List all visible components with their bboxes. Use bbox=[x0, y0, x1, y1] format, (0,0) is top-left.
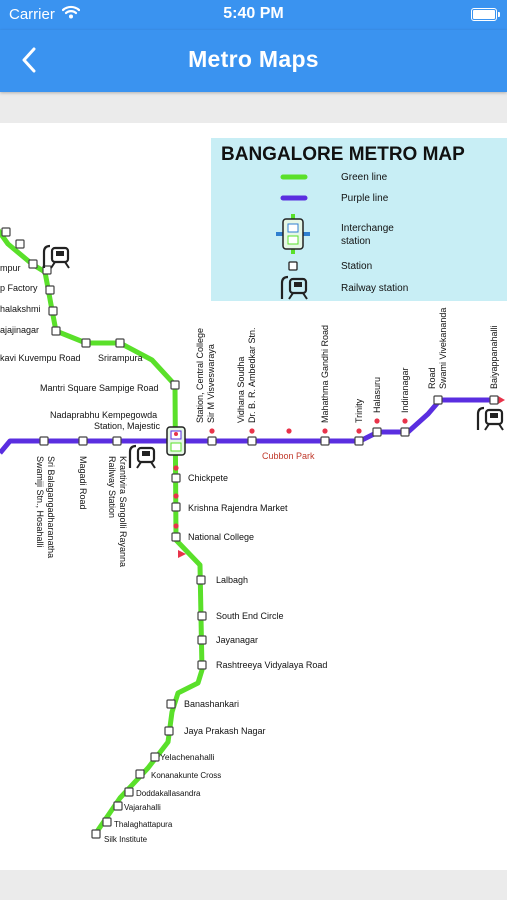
chevron-left-icon bbox=[22, 47, 36, 73]
battery-icon bbox=[471, 8, 500, 21]
station-label: Vajarahalli bbox=[124, 803, 161, 812]
station-legend-icon bbox=[288, 261, 298, 271]
clock-time: 5:40 PM bbox=[223, 5, 284, 22]
page-title: Metro Maps bbox=[188, 46, 319, 72]
station-label: Jayanagar bbox=[216, 635, 258, 645]
legend-interchange-2: station bbox=[341, 236, 370, 247]
station-label: Station, Majestic bbox=[94, 421, 161, 431]
station-label: National College bbox=[188, 532, 254, 542]
station-label: Srirampura bbox=[98, 353, 143, 363]
station-label: Lalbagh bbox=[216, 575, 248, 585]
metro-map-image[interactable]: BANGALORE METRO MAP Green line Purple li… bbox=[0, 123, 507, 870]
station-label: Silk Institute bbox=[104, 835, 148, 844]
station-label: Rashtreeya Vidyalaya Road bbox=[216, 660, 327, 670]
station-label: Swami Vivekananda bbox=[438, 308, 448, 389]
station-label: Krishna Rajendra Market bbox=[188, 503, 288, 513]
station-label: Chickpete bbox=[188, 473, 228, 483]
station-label: Nadaprabhu Kempegowda bbox=[50, 410, 157, 420]
interchange-legend-icon bbox=[276, 214, 310, 254]
station-label: Station, Central College bbox=[195, 328, 205, 423]
navigation-bar: Metro Maps bbox=[0, 30, 507, 92]
station-label: Jaya Prakash Nagar bbox=[184, 726, 266, 736]
legend-purple-line: Purple line bbox=[341, 193, 389, 204]
map-title: BANGALORE METRO MAP bbox=[221, 144, 465, 165]
legend-station: Station bbox=[341, 261, 372, 272]
station-label: Sri Balagangadharanatha bbox=[46, 456, 56, 558]
station-label: halakshmi bbox=[0, 304, 41, 314]
metro-map-svg: BANGALORE METRO MAP Green line Purple li… bbox=[0, 138, 507, 844]
station-label: Magadi Road bbox=[78, 456, 88, 510]
station-label: Yelachenahalli bbox=[160, 752, 215, 762]
station-label: Swamiji Stn., Hosahalli bbox=[35, 456, 45, 548]
station-label: Vidhana Soudha bbox=[236, 357, 246, 423]
station-label: Thalaghattapura bbox=[114, 820, 173, 829]
station-label: Mahathma Gandhi Road bbox=[320, 325, 330, 423]
station-label: kavi Kuvempu Road bbox=[0, 353, 81, 363]
majestic-interchange bbox=[166, 426, 186, 456]
station-label: Road bbox=[427, 367, 437, 389]
station-label: Baiyappanahalli bbox=[489, 325, 499, 389]
station-label: mpur bbox=[0, 263, 21, 273]
station-label: Indiranagar bbox=[400, 367, 410, 413]
station-label: Trinity bbox=[354, 398, 364, 423]
station-label: Railway Station bbox=[107, 456, 117, 518]
legend-interchange-1: Interchange bbox=[341, 223, 394, 234]
station-label: Krantivira Sangolli Rayanna bbox=[118, 456, 128, 567]
map-legend: BANGALORE METRO MAP Green line Purple li… bbox=[211, 138, 507, 301]
station-label: Doddakallasandra bbox=[136, 789, 201, 798]
station-label: Cubbon Park bbox=[262, 451, 315, 461]
station-label: Sir M Visveswaraya bbox=[206, 344, 216, 423]
station-label: Konanakunte Cross bbox=[151, 771, 221, 780]
station-label: Halasuru bbox=[372, 377, 382, 413]
status-bar: Carrier 5:40 PM bbox=[0, 0, 507, 30]
station-label: ajajinagar bbox=[0, 325, 39, 335]
station-label: South End Circle bbox=[216, 611, 284, 621]
legend-railway: Railway station bbox=[341, 283, 408, 294]
station-label: p Factory bbox=[0, 283, 38, 293]
carrier-label: Carrier bbox=[9, 6, 55, 23]
wifi-icon bbox=[61, 5, 81, 24]
station-label: Dr. B. R. Ambedkar Stn. bbox=[247, 327, 257, 423]
station-label: Mantri Square Sampige Road bbox=[40, 383, 159, 393]
back-button[interactable] bbox=[14, 44, 44, 76]
green-line-path bbox=[0, 228, 205, 836]
station-label: Banashankari bbox=[184, 699, 239, 709]
legend-green-line: Green line bbox=[341, 172, 388, 183]
